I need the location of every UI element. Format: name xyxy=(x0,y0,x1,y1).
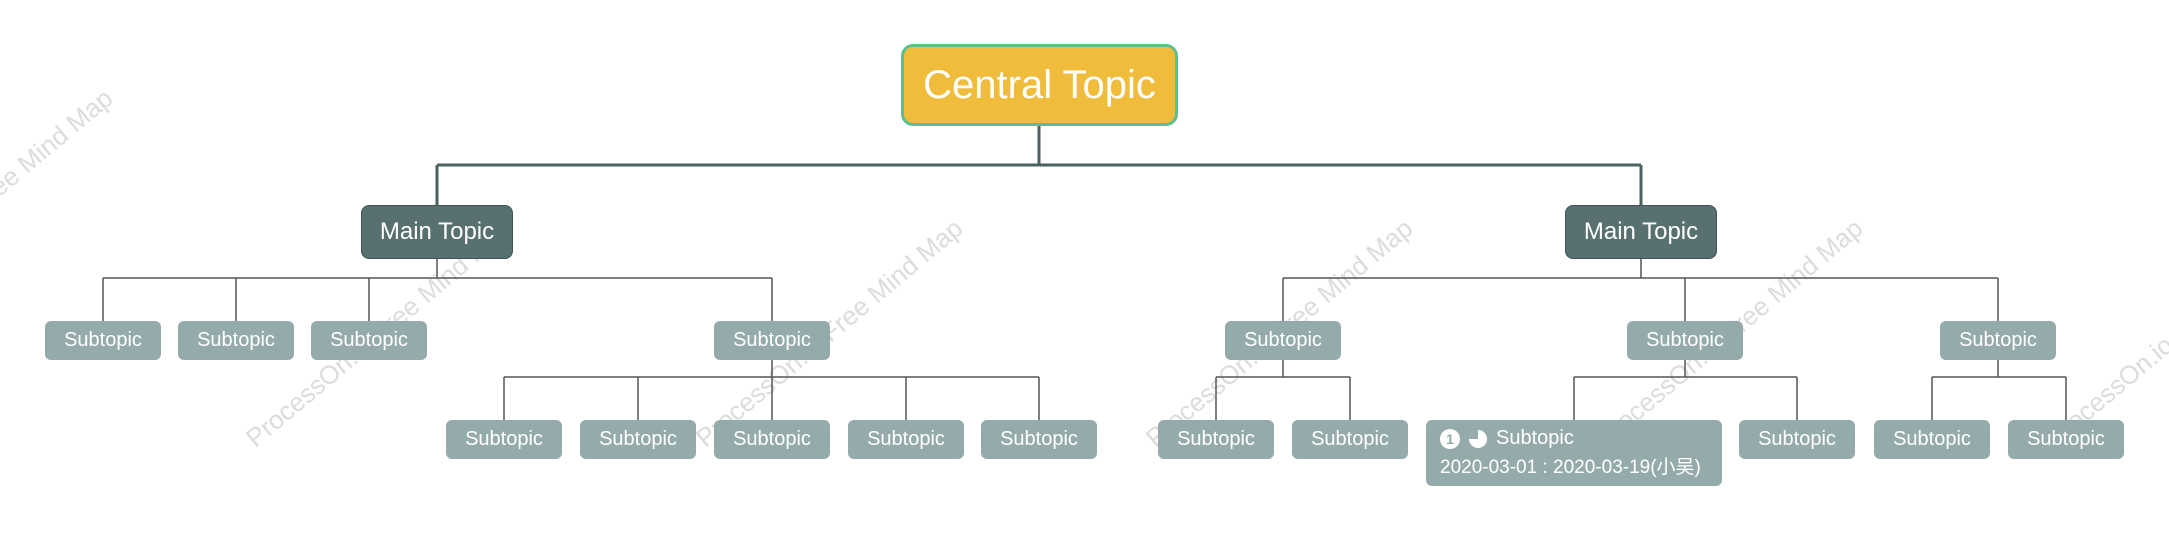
task-label: Subtopic xyxy=(1496,427,1574,449)
connector-right-main xyxy=(1282,259,1999,321)
subtopic-node[interactable]: Subtopic xyxy=(1292,420,1408,459)
subtopic-node[interactable]: Subtopic xyxy=(981,420,1097,459)
subtopic-node[interactable]: Subtopic xyxy=(1158,420,1274,459)
subtopic-node[interactable]: Subtopic xyxy=(848,420,964,459)
subtopic-node[interactable]: Subtopic xyxy=(714,321,830,360)
subtopic-node[interactable]: Subtopic xyxy=(1225,321,1341,360)
subtopic-node[interactable]: Subtopic xyxy=(714,420,830,459)
connector-right-sub2 xyxy=(1573,360,1798,420)
subtopic-node[interactable]: Subtopic xyxy=(1739,420,1855,459)
task-header: 1 Subtopic xyxy=(1440,427,1574,450)
main-topic-left[interactable]: Main Topic xyxy=(361,205,513,259)
connector-right-sub1 xyxy=(1215,360,1351,420)
priority-1-icon: 1 xyxy=(1440,428,1460,449)
subtopic-node[interactable]: Subtopic xyxy=(446,420,562,459)
subtopic-node[interactable]: Subtopic xyxy=(1627,321,1743,360)
connector-left-main xyxy=(102,259,773,321)
subtopic-node[interactable]: Subtopic xyxy=(45,321,161,360)
progress-pie-icon xyxy=(1469,429,1487,448)
main-topic-right[interactable]: Main Topic xyxy=(1565,205,1717,259)
connector-right-sub3 xyxy=(1931,360,2067,420)
connector-left-sub4 xyxy=(503,360,1040,420)
task-subtopic-node[interactable]: 1 Subtopic 2020-03-01 : 2020-03-19(小吴) xyxy=(1426,420,1722,486)
subtopic-node[interactable]: Subtopic xyxy=(2008,420,2124,459)
subtopic-node[interactable]: Subtopic xyxy=(311,321,427,360)
connector-central xyxy=(435,126,1643,205)
subtopic-node[interactable]: Subtopic xyxy=(580,420,696,459)
subtopic-node[interactable]: Subtopic xyxy=(1940,321,2056,360)
subtopic-node[interactable]: Subtopic xyxy=(178,321,294,360)
central-topic[interactable]: Central Topic xyxy=(901,44,1178,126)
task-date-range: 2020-03-01 : 2020-03-19(小吴) xyxy=(1440,457,1701,478)
subtopic-node[interactable]: Subtopic xyxy=(1874,420,1990,459)
